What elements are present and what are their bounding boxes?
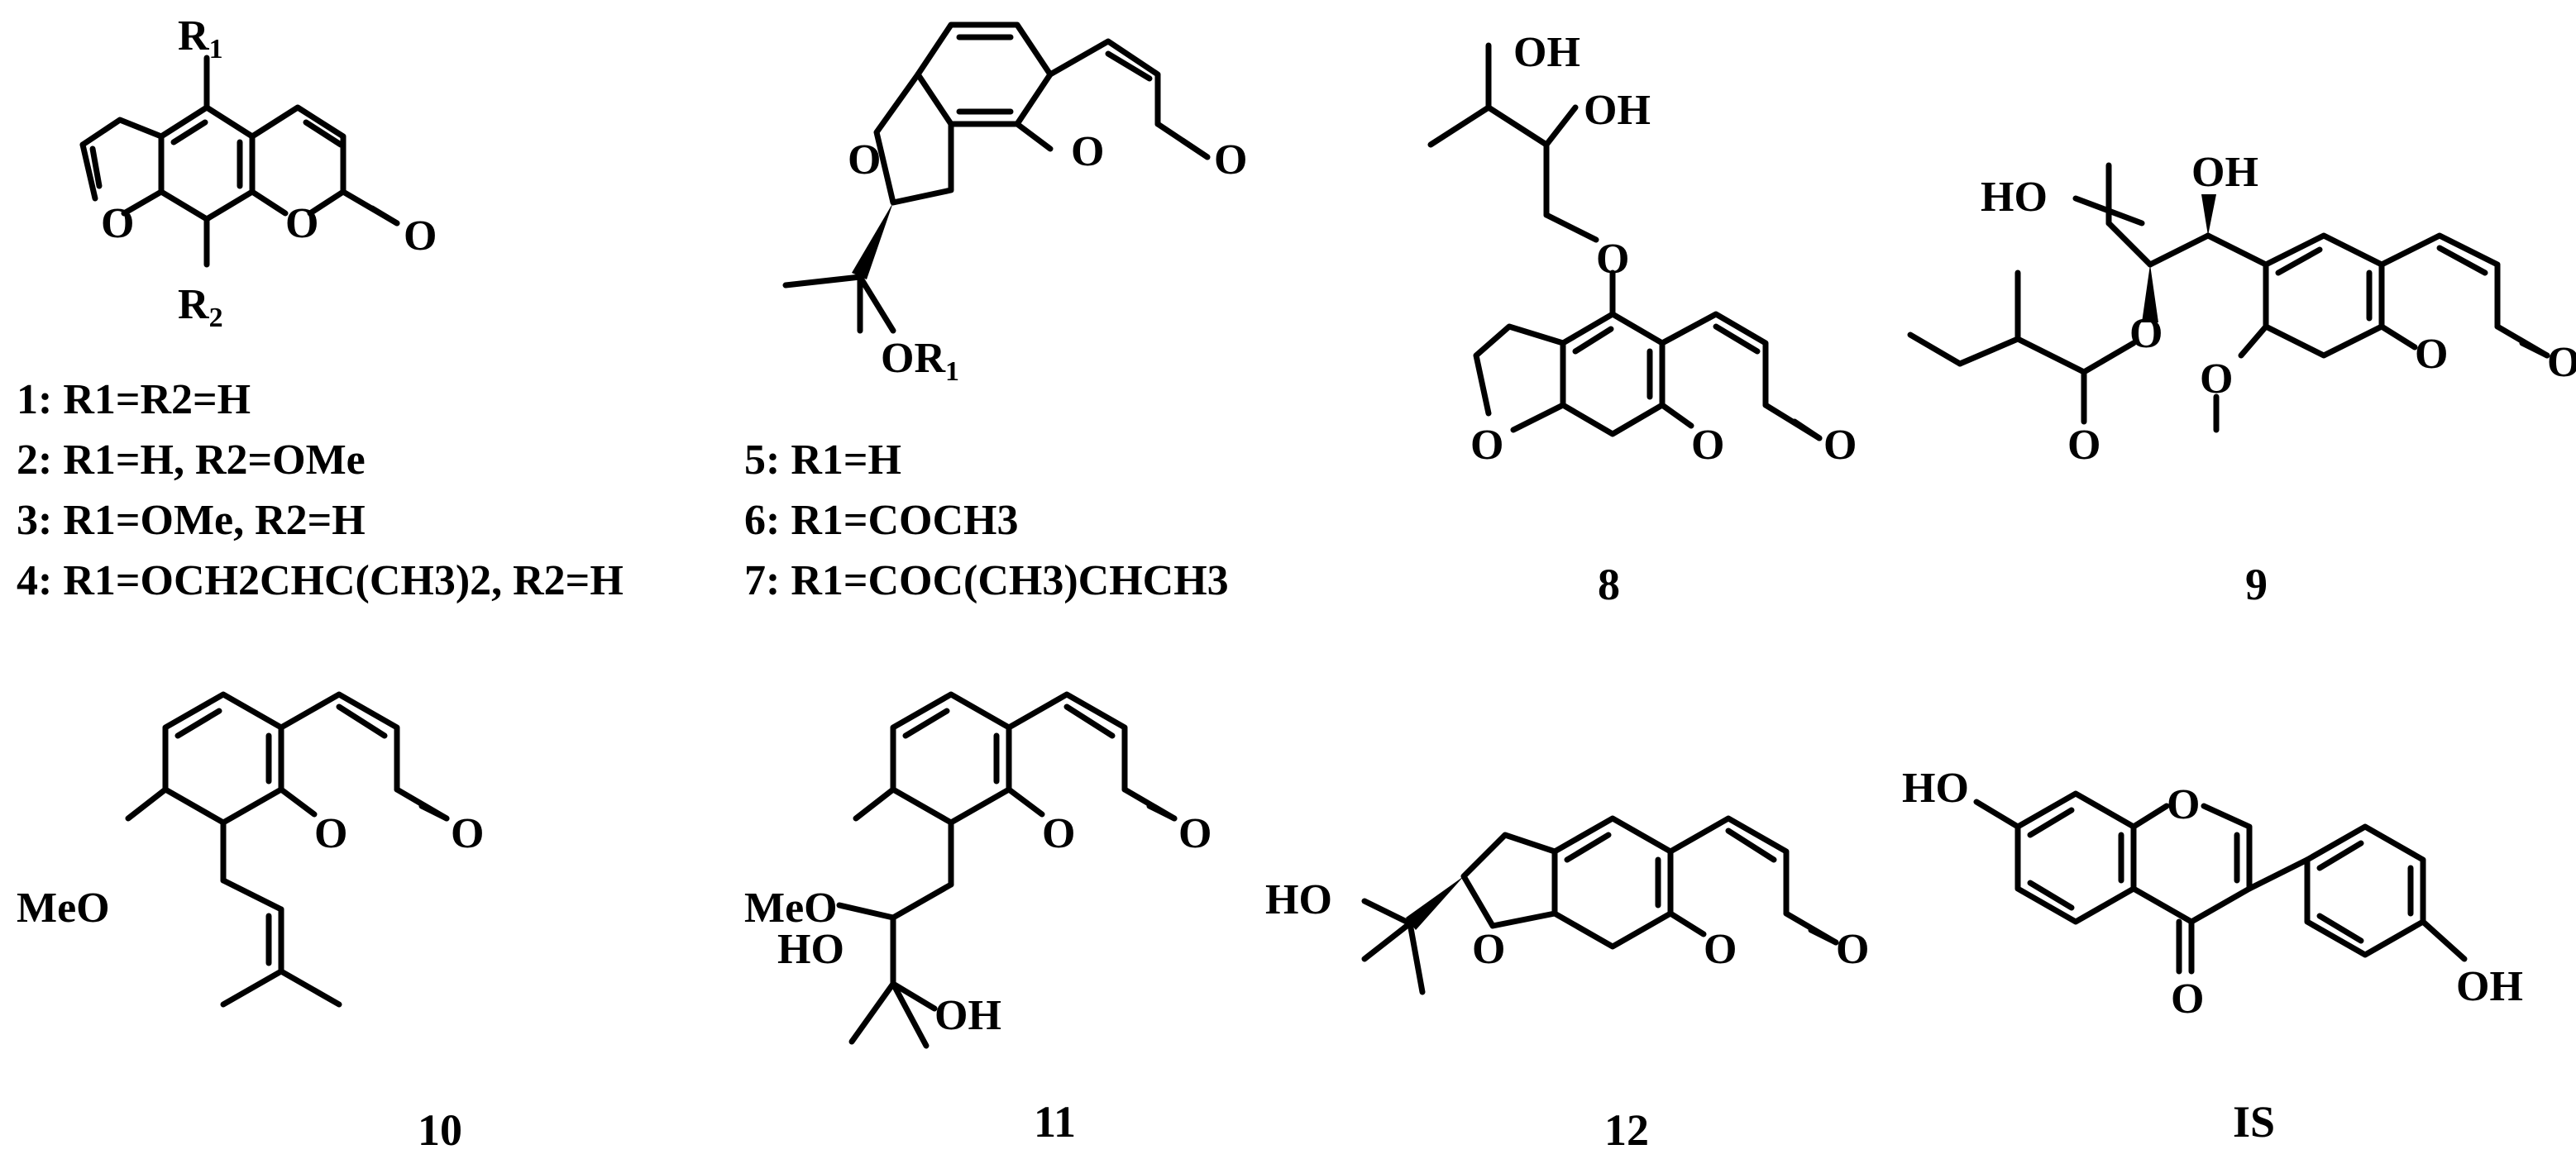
carbonyl-o-10: O bbox=[451, 810, 484, 857]
ho-label-is: HO bbox=[1902, 765, 1969, 812]
carbonyl-o-5: O bbox=[1214, 136, 1247, 184]
ether-o-8: O bbox=[1596, 236, 1629, 283]
legend-7: 7: R1=COC(CH3)CHCH3 bbox=[744, 557, 1229, 604]
ho-label-9: HO bbox=[1981, 174, 2048, 221]
structure-8: OH OH O O O O 8 bbox=[1427, 29, 1857, 609]
ho-label-12: HO bbox=[1265, 876, 1332, 923]
legend-5: 5: R1=H bbox=[744, 436, 901, 484]
carbonyl-o-9b: O bbox=[2547, 339, 2576, 386]
legend-6: 6: R1=COCH3 bbox=[744, 497, 1019, 544]
ring-o-12: O bbox=[1704, 926, 1737, 973]
oh-label-9: OH bbox=[2191, 149, 2258, 196]
legend-1: 1: R1=R2=H bbox=[17, 376, 251, 423]
structure-is: HO O O OH IS bbox=[1902, 765, 2523, 1147]
ring-o-11: O bbox=[1042, 810, 1075, 857]
ring-o: O bbox=[285, 200, 318, 247]
carbonyl-o-12: O bbox=[1836, 926, 1869, 973]
carbonyl-o-8: O bbox=[1823, 422, 1857, 469]
ho-label-11: HO bbox=[777, 926, 844, 973]
ring-o-is: O bbox=[2167, 781, 2200, 828]
oh-label-8b: OH bbox=[1584, 87, 1651, 134]
r1-label: R1 bbox=[178, 12, 223, 64]
carbonyl-o-11: O bbox=[1178, 810, 1212, 857]
oh-label-8a: OH bbox=[1513, 29, 1580, 76]
legend-2: 2: R1=H, R2=OMe bbox=[17, 436, 366, 484]
meo-label-10: MeO bbox=[17, 885, 110, 932]
furan-o: O bbox=[101, 200, 134, 247]
legend-3: 3: R1=OMe, R2=H bbox=[17, 497, 366, 544]
structure-5-7: O O O OR1 5: R1=H 6: R1=COCH3 7: R1=COC(… bbox=[744, 21, 1247, 604]
carbonyl-o-9a: O bbox=[2067, 422, 2100, 469]
structure-1-4: R1 R2 O O O 1: R1=R2=H 2: R1=H, R2=OMe 3… bbox=[17, 12, 624, 604]
compound-label-is: IS bbox=[2233, 1097, 2275, 1147]
oh-label-11: OH bbox=[934, 992, 1001, 1039]
carbonyl-o: O bbox=[404, 212, 437, 260]
ester-o-9: O bbox=[2129, 310, 2163, 357]
or1-label: OR1 bbox=[881, 335, 959, 387]
compound-label-11: 11 bbox=[1034, 1097, 1076, 1147]
methoxy-o-9: O bbox=[2200, 355, 2233, 403]
ring-o-8: O bbox=[1691, 422, 1724, 469]
ring-o-5b: O bbox=[1071, 128, 1104, 175]
structure-12: HO O O O 12 bbox=[1265, 815, 1869, 1155]
structure-11: MeO HO OH O O 11 bbox=[744, 691, 1212, 1147]
meo-label-11: MeO bbox=[744, 885, 838, 932]
compound-label-9: 9 bbox=[2245, 560, 2268, 609]
compound-label-10: 10 bbox=[418, 1105, 462, 1155]
structure-10: MeO O O 10 bbox=[17, 691, 484, 1155]
furan-o-8: O bbox=[1470, 422, 1503, 469]
ring-o-10: O bbox=[314, 810, 347, 857]
ring-o-5: O bbox=[848, 136, 881, 184]
ring-o-9: O bbox=[2415, 331, 2448, 378]
structure-9: HO OH O O O O O 9 bbox=[1907, 149, 2576, 609]
legend-4: 4: R1=OCH2CHC(CH3)2, R2=H bbox=[17, 557, 624, 604]
compound-label-8: 8 bbox=[1598, 560, 1620, 609]
oh-label-is: OH bbox=[2456, 963, 2523, 1010]
compound-label-12: 12 bbox=[1604, 1105, 1649, 1155]
r2-label: R2 bbox=[178, 281, 223, 333]
carbonyl-o-is: O bbox=[2171, 975, 2204, 1023]
furan-o-12: O bbox=[1472, 926, 1505, 973]
